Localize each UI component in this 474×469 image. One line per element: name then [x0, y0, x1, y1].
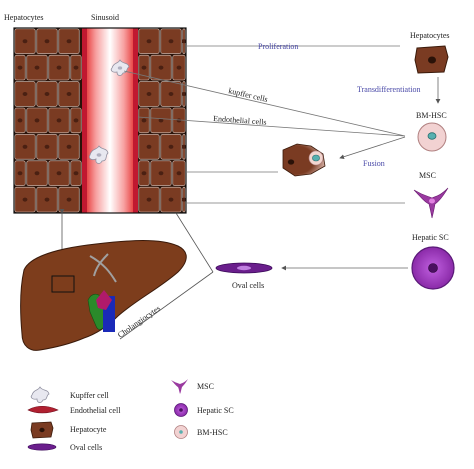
- hepatocyte-grid-right: [138, 28, 187, 213]
- line-kupffer: [123, 70, 406, 137]
- left-nucleus-6-1: [44, 197, 50, 202]
- bm-hsc-cell: [417, 122, 447, 152]
- liver-tissue-block: [13, 27, 187, 214]
- left-nucleus-0-2: [66, 39, 72, 44]
- right-nucleus-2-2: [181, 92, 187, 96]
- legend-hepatic-sc-icon: [174, 403, 188, 417]
- label-hepatic-sc: Hepatic SC: [412, 233, 449, 242]
- right-nucleus-6-1: [168, 197, 174, 202]
- left-nucleus-3-0: [17, 118, 23, 123]
- label-proliferation: Proliferation: [258, 42, 298, 51]
- right-nucleus-1-0: [141, 65, 147, 70]
- left-nucleus-5-1: [34, 171, 40, 176]
- left-nucleus-0-1: [44, 39, 50, 44]
- legend-hepatocyte-label: Hepatocyte: [70, 425, 107, 434]
- connector-diag-1: [175, 212, 214, 273]
- hepatic-artery: [96, 290, 112, 310]
- right-nucleus-4-0: [146, 144, 152, 149]
- right-nucleus-5-0: [141, 171, 147, 176]
- right-nucleus-2-1: [168, 92, 174, 96]
- legend-bm-hsc-icon: [174, 425, 188, 439]
- legend-msc-label: MSC: [197, 382, 214, 391]
- left-nucleus-2-2: [66, 92, 72, 96]
- msc-cell: [413, 187, 449, 219]
- oval-cell-diagram: [215, 262, 273, 274]
- hepatic-sc-cell: [411, 246, 455, 290]
- right-nucleus-0-0: [146, 39, 152, 44]
- label-oval-cells: Oval cells: [232, 281, 264, 290]
- hepatocyte-cell-right: [414, 45, 449, 74]
- left-nucleus-4-2: [66, 144, 72, 149]
- label-fusion: Fusion: [363, 159, 385, 168]
- right-nucleus-4-2: [181, 144, 187, 149]
- right-nucleus-5-2: [176, 171, 182, 176]
- left-nucleus-5-3: [73, 171, 79, 176]
- left-nucleus-1-0: [17, 65, 23, 70]
- right-nucleus-3-2: [176, 118, 182, 123]
- left-nucleus-1-3: [73, 65, 79, 70]
- legend-msc-icon: [171, 379, 188, 394]
- right-nucleus-1-2: [176, 65, 182, 70]
- right-nucleus-0-2: [181, 39, 187, 44]
- tissue-inset-box: [51, 275, 75, 293]
- legend-bm-hsc-label: BM-HSC: [197, 428, 228, 437]
- label-hepatocytes-right: Hepatocytes: [410, 31, 450, 40]
- label-hepatocytes-top: Hepatocytes: [4, 13, 44, 22]
- right-nucleus-3-0: [141, 118, 147, 123]
- left-nucleus-1-2: [56, 65, 62, 70]
- left-nucleus-2-1: [44, 92, 50, 96]
- left-nucleus-5-2: [56, 171, 62, 176]
- legend: Kupffer cell Endothelial cell Hepatocyte…: [27, 379, 234, 452]
- right-nucleus-2-0: [146, 92, 152, 96]
- label-bm-hsc: BM-HSC: [416, 111, 447, 120]
- label-endothelial-cells: Endothelial cells: [213, 114, 267, 127]
- left-nucleus-3-3: [73, 118, 79, 123]
- endothelial-lining-left: [82, 28, 87, 213]
- legend-oval-icon: [27, 443, 57, 451]
- legend-kupffer-icon: [30, 386, 50, 403]
- right-nucleus-6-0: [146, 197, 152, 202]
- left-nucleus-5-0: [17, 171, 23, 176]
- right-nucleus-5-1: [158, 171, 164, 176]
- legend-kupffer-label: Kupffer cell: [70, 391, 110, 400]
- right-nucleus-1-1: [158, 65, 164, 70]
- legend-endothelial-icon: [27, 405, 59, 414]
- left-nucleus-2-0: [22, 92, 28, 96]
- label-sinusoid: Sinusoid: [91, 13, 119, 22]
- left-nucleus-3-2: [56, 118, 62, 123]
- left-nucleus-6-2: [66, 197, 72, 202]
- label-msc: MSC: [419, 171, 436, 180]
- legend-hepatocyte-icon: [30, 421, 54, 439]
- label-kupffer-cells: kupffer cells: [228, 86, 269, 104]
- line-endothelial: [137, 116, 406, 137]
- left-nucleus-4-0: [22, 144, 28, 149]
- liver-organ: [20, 240, 187, 351]
- left-nucleus-6-0: [22, 197, 28, 202]
- label-transdifferentiation: Transdifferentiation: [357, 85, 421, 94]
- left-nucleus-0-0: [22, 39, 28, 44]
- sinusoid-vessel: [82, 28, 138, 213]
- right-nucleus-0-1: [168, 39, 174, 44]
- left-nucleus-4-1: [44, 144, 50, 149]
- legend-oval-label: Oval cells: [70, 443, 102, 452]
- kupffer-cell-in-sinusoid-1: [110, 59, 130, 76]
- left-nucleus-3-1: [34, 118, 40, 123]
- endothelial-lining-right: [133, 28, 138, 213]
- right-nucleus-3-1: [158, 118, 164, 123]
- right-nucleus-6-2: [181, 197, 187, 202]
- fusion-arrow: [339, 136, 406, 160]
- legend-hepatic-sc-label: Hepatic SC: [197, 406, 234, 415]
- fused-cell: [282, 143, 326, 177]
- connector-diag-2: [119, 271, 214, 340]
- left-nucleus-1-1: [34, 65, 40, 70]
- hepatocyte-grid-left: [14, 28, 82, 213]
- kupffer-cell-in-sinusoid-2: [88, 145, 109, 164]
- legend-endothelial-label: Endothelial cell: [70, 406, 121, 415]
- right-nucleus-4-1: [168, 144, 174, 149]
